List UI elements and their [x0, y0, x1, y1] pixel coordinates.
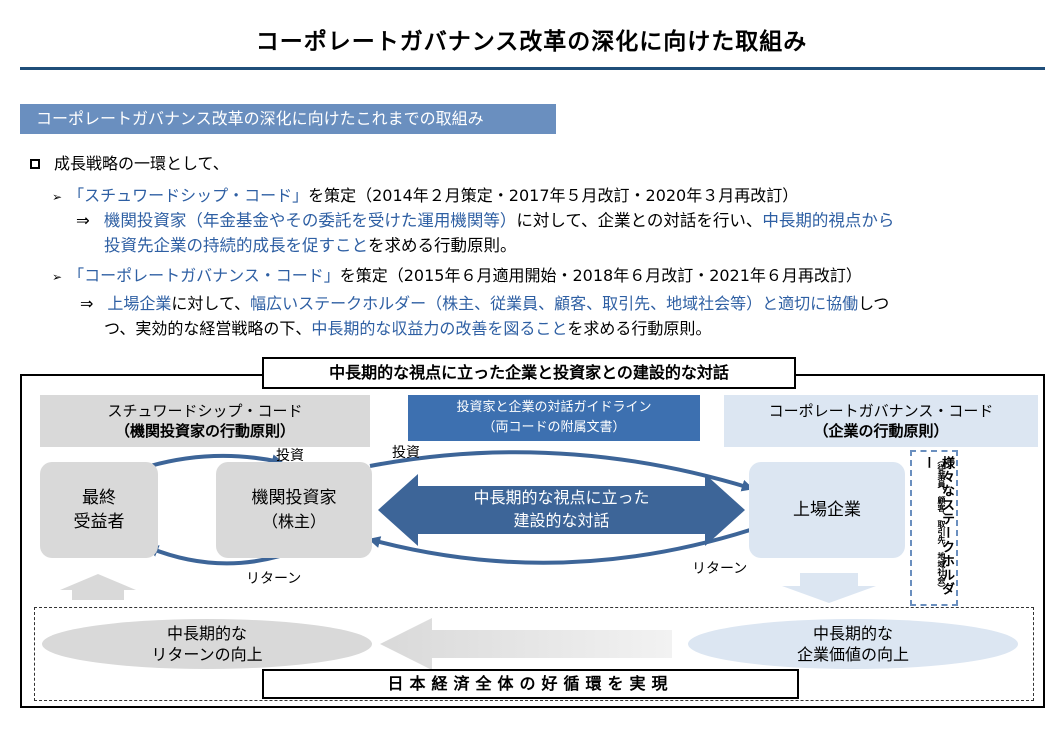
- sub-bullet-governance: ➢ 「コーポレートガバナンス・コード」を策定（2015年６月適用開始・2018年６…: [52, 262, 862, 286]
- stewardship-desc-line2: 投資先企業の持続的成長を促すことを求める行動原則。: [104, 232, 517, 256]
- return-improvement: 中長期的な リターンの向上: [42, 619, 372, 669]
- desc-text: に対して、企業との対話を行い、: [516, 211, 763, 230]
- investor-box: 機関投資家 （株主）: [216, 462, 372, 558]
- outcome-line: 中長期的な: [812, 624, 893, 643]
- dialogue-arrow: [378, 474, 745, 546]
- title-divider: [20, 67, 1045, 70]
- implies-arrow-icon: ⇒: [80, 294, 94, 313]
- outcome-line: リターンの向上: [151, 645, 263, 664]
- stakeholders-box: （従業員、顧客、取引先、地域社会） 様々なステークホルダー: [910, 450, 958, 606]
- up-arrow: [60, 574, 136, 600]
- investment-arc-right: [369, 450, 754, 492]
- box-line: 最終: [82, 488, 116, 508]
- desc-highlight: 機関投資家（年金基金やその委託を受けた運用機関等）: [103, 211, 517, 230]
- header-line: スチュワードシップ・コード: [107, 402, 303, 420]
- return-label: リターン: [692, 561, 748, 577]
- box-line: （株主）: [261, 512, 326, 531]
- listed-company-box: 上場企業: [749, 462, 905, 558]
- sub-bullet-stewardship: ➢ 「スチュワードシップ・コード」を策定（2014年２月策定・2017年５月改訂・…: [52, 182, 798, 206]
- box-line: 受益者: [73, 512, 125, 532]
- stewardship-desc-line1: ⇒ 機関投資家（年金基金やその委託を受けた運用機関等）に対して、企業との対話を行い…: [76, 207, 894, 231]
- investment-label: 投資: [276, 448, 304, 464]
- square-bullet-icon: [30, 158, 40, 169]
- investment-arc-left: [149, 453, 284, 468]
- stewardship-code-name: 「スチュワードシップ・コード」: [68, 186, 309, 205]
- header-line: 投資家と企業の対話ガイドライン: [456, 400, 652, 415]
- header-line: コーポレートガバナンス・コード: [768, 402, 994, 420]
- outcome-line: 中長期的な: [166, 624, 247, 643]
- dialogue-line: 建設的な対話: [513, 511, 610, 530]
- return-arc-left: [146, 545, 281, 566]
- arrow-bullet-icon: ➢: [52, 270, 63, 284]
- value-improvement: 中長期的な 企業価値の向上: [688, 619, 1018, 669]
- desc-text: つ、実効的な経営戦略の下、: [104, 319, 312, 338]
- desc-highlight: 幅広いステークホルダー（株主、従業員、顧客、取引先、地域社会等）と適切に協働: [250, 294, 859, 313]
- return-arc-right: [368, 528, 751, 565]
- beneficiary-box: 最終 受益者: [40, 462, 158, 558]
- investment-label: 投資: [392, 445, 420, 461]
- outcome-area: [34, 607, 1034, 701]
- desc-text: を求める行動原則。: [368, 236, 517, 255]
- stakeholders-main: 様々なステークホルダー: [920, 456, 954, 596]
- governance-desc-line1: ⇒ 上場企業に対して、幅広いステークホルダー（株主、従業員、顧客、取引先、地域社会…: [80, 290, 889, 314]
- stakeholders-sub: （従業員、顧客、取引先、地域社会）: [937, 456, 946, 592]
- governance-code-name: 「コーポレートガバナンス・コード」: [68, 266, 340, 285]
- page-title: コーポレートガバナンス改革の深化に向けた取組み: [255, 29, 808, 55]
- dialogue-label: 中長期的な視点に立った 建設的な対話: [418, 486, 705, 532]
- stewardship-code-history: を策定（2014年２月策定・2017年５月改訂・2020年３月再改訂）: [308, 186, 799, 205]
- implies-arrow-icon: ⇒: [76, 211, 90, 230]
- header-line: （企業の行動原則）: [813, 422, 949, 440]
- value-flow-arrow: [380, 618, 672, 670]
- arrow-bullet-icon: ➢: [52, 190, 63, 204]
- box-line: 機関投資家: [251, 488, 337, 508]
- main-bullet-text: 成長戦略の一環として、: [54, 154, 229, 173]
- stewardship-header: スチュワードシップ・コード （機関投資家の行動原則）: [40, 395, 370, 447]
- section-label: コーポレートガバナンス改革の深化に向けたこれまでの取組み: [20, 104, 556, 134]
- desc-highlight: 中長期的視点から: [762, 211, 895, 230]
- guideline-header: 投資家と企業の対話ガイドライン （両コードの附属文書）: [408, 395, 700, 441]
- virtuous-cycle-label: 日本経済全体の好循環を実現: [262, 669, 799, 699]
- desc-highlight: 投資先企業の持続的成長を促すこと: [104, 236, 368, 255]
- down-arrow: [782, 573, 876, 603]
- diagram-title: 中長期的な視点に立った企業と投資家との建設的な対話: [262, 357, 796, 389]
- desc-text: を求める行動原則。: [567, 319, 712, 338]
- desc-text: しつ: [858, 294, 890, 313]
- governance-code-history: を策定（2015年６月適用開始・2018年６月改訂・2021年６月再改訂）: [339, 266, 862, 285]
- main-bullet: 成長戦略の一環として、: [30, 150, 229, 174]
- governance-header: コーポレートガバナンス・コード （企業の行動原則）: [724, 395, 1038, 447]
- desc-highlight: 上場企業: [107, 294, 172, 313]
- header-line: （機関投資家の行動原則）: [114, 422, 295, 440]
- outcome-line: 企業価値の向上: [796, 645, 909, 664]
- return-label: リターン: [246, 571, 302, 587]
- desc-text: に対して、: [171, 294, 251, 313]
- governance-desc-line2: つ、実効的な経営戦略の下、中長期的な収益力の改善を図ることを求める行動原則。: [104, 315, 711, 339]
- desc-highlight: 中長期的な収益力の改善を図ること: [311, 319, 568, 338]
- header-line: （両コードの附属文書）: [482, 420, 626, 435]
- dialogue-line: 中長期的な視点に立った: [473, 488, 650, 507]
